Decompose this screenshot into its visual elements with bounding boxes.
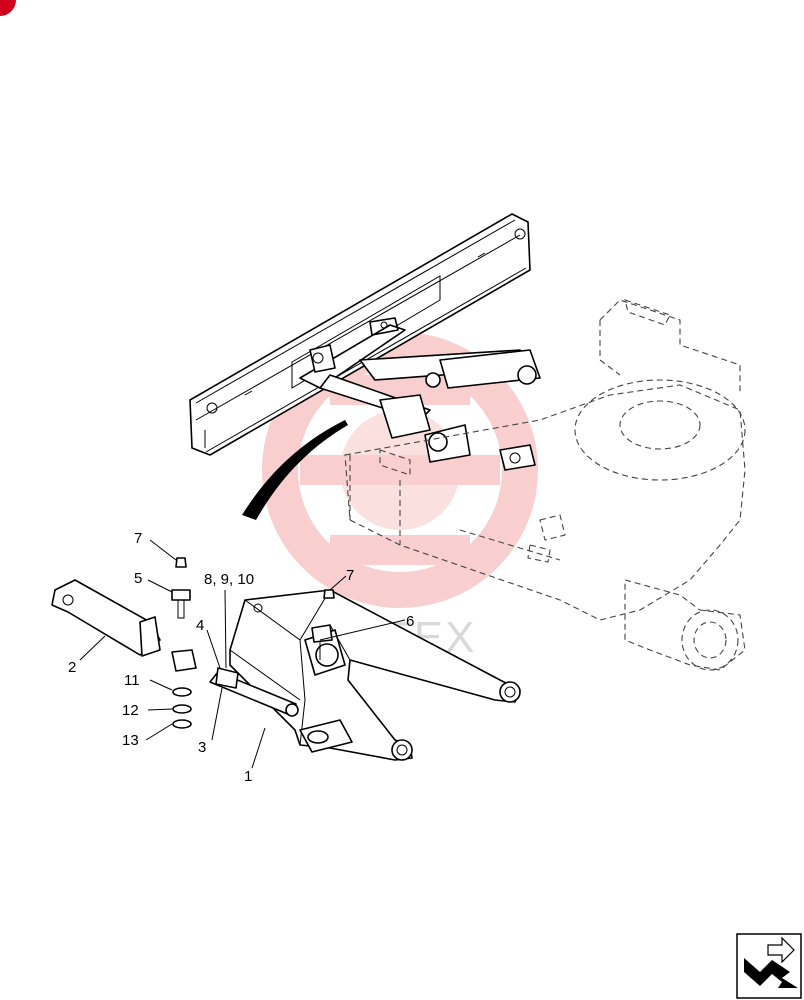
callout-11: 11 [124, 672, 140, 689]
callout-numbers: 1 2 3 4 5 6 7 7 8, 9, 10 11 12 13 [68, 530, 414, 785]
callout-12: 12 [122, 702, 139, 719]
leader-lines [79, 539, 406, 769]
callout-4: 4 [196, 617, 204, 634]
callout-3: 3 [198, 739, 206, 756]
curved-arrow [242, 420, 348, 520]
dozer-blade [189, 213, 531, 456]
callout-1: 1 [244, 768, 252, 785]
bent-arrow-icon[interactable] [736, 933, 802, 999]
pin-assembly [171, 557, 335, 729]
corner-tab [0, 0, 16, 16]
hydraulic-cylinder [51, 579, 161, 657]
callout-5: 5 [134, 570, 142, 587]
blade-arm-frame [229, 589, 521, 761]
blade-push-arms [299, 317, 541, 471]
callout-2: 2 [68, 659, 76, 676]
callout-6: 6 [406, 613, 414, 630]
hydraulic-cylinder-rod [209, 667, 299, 717]
callout-8-9-10: 8, 9, 10 [204, 571, 254, 588]
callout-7b: 7 [346, 567, 354, 584]
undercarriage-frame [344, 299, 746, 671]
callout-13: 13 [122, 732, 139, 749]
callout-7a: 7 [134, 530, 142, 547]
